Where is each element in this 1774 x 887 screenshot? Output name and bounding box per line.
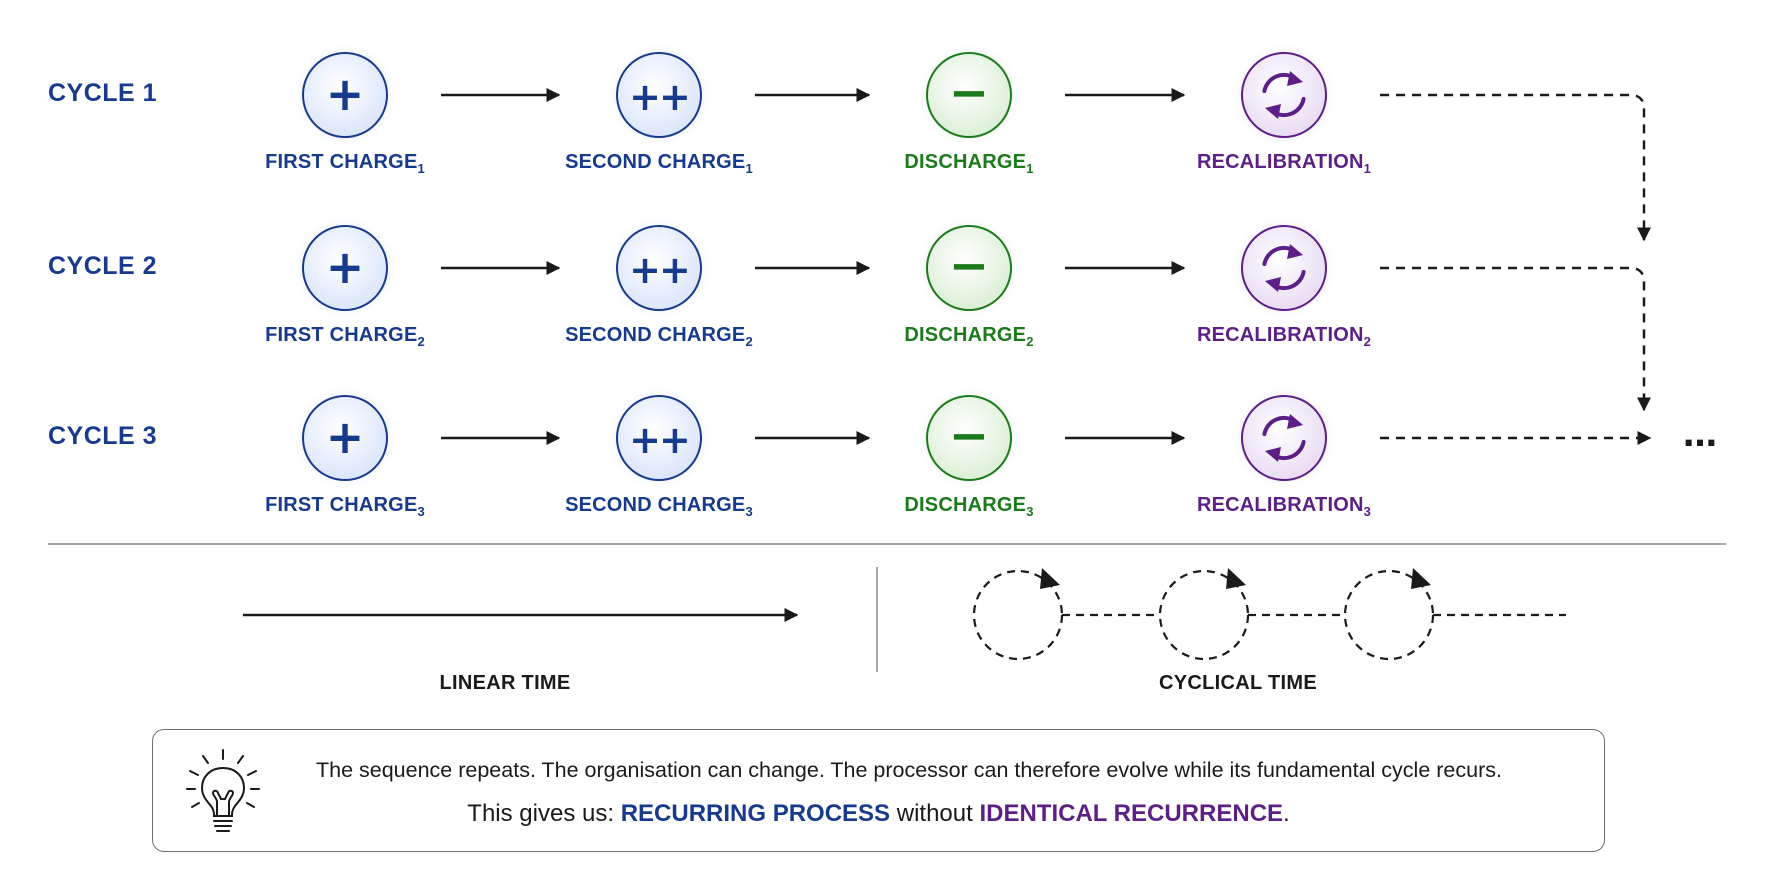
minus-icon: − xyxy=(949,408,989,464)
plus-icon: + xyxy=(326,67,365,121)
stage-name: DISCHARGE xyxy=(904,324,1027,346)
note-suffix: . xyxy=(1283,800,1290,827)
stage-name: RECALIBRATION xyxy=(1196,324,1364,346)
stage-label: DISCHARGE1 xyxy=(839,151,1099,176)
cycle-subscript: 3 xyxy=(1363,504,1372,519)
double-plus-icon: ++ xyxy=(629,248,691,292)
stage-name: FIRST CHARGE xyxy=(265,151,418,173)
stage-node: + xyxy=(291,214,399,322)
stage-name: SECOND CHARGE xyxy=(565,324,746,346)
minus-icon: − xyxy=(949,65,989,121)
stage-label: RECALIBRATION1 xyxy=(1154,151,1414,176)
svg-text:+: + xyxy=(326,240,365,294)
note-emphasis-identical: IDENTICAL RECURRENCE xyxy=(979,800,1284,827)
stage-label: FIRST CHARGE1 xyxy=(215,151,475,176)
svg-text:++: ++ xyxy=(629,75,689,119)
note-text-line2: This gives us: RECURRING PROCESS without… xyxy=(153,800,1604,828)
cycle-subscript: 3 xyxy=(417,504,425,519)
cycle-label: CYCLE 2 xyxy=(48,252,158,280)
svg-text:++: ++ xyxy=(629,248,689,292)
stage-node xyxy=(1230,41,1338,149)
cycle-arrows-icon xyxy=(1262,244,1306,292)
cycle-subscript: 3 xyxy=(1026,504,1034,519)
double-plus-icon: ++ xyxy=(629,418,691,462)
svg-text:−: − xyxy=(949,238,989,294)
svg-text:−: − xyxy=(949,65,989,121)
stage-node: ++ xyxy=(605,41,713,149)
svg-text:+: + xyxy=(326,67,365,121)
stage-label: FIRST CHARGE3 xyxy=(215,494,475,519)
stage-node: ++ xyxy=(605,384,713,492)
plus-icon: + xyxy=(326,410,365,464)
stage-label: DISCHARGE3 xyxy=(839,494,1099,519)
svg-text:−: − xyxy=(949,408,989,464)
stage-name: SECOND CHARGE xyxy=(565,151,746,173)
cycle-subscript: 1 xyxy=(1363,161,1372,176)
cycle-link-arrow xyxy=(1380,93,1651,242)
cycle-subscript: 2 xyxy=(1026,334,1034,349)
loop-arrowhead xyxy=(1040,568,1060,589)
cycle-subscript: 2 xyxy=(745,334,753,349)
loop-arrowhead xyxy=(1411,568,1431,589)
note-box: The sequence repeats. The organisation c… xyxy=(152,729,1605,852)
stage-name: SECOND CHARGE xyxy=(565,494,746,516)
stage-node: − xyxy=(915,384,1023,492)
stage-label: DISCHARGE2 xyxy=(839,324,1099,349)
minus-icon: − xyxy=(949,238,989,294)
stage-name: RECALIBRATION xyxy=(1196,494,1364,516)
plus-icon: + xyxy=(326,240,365,294)
stage-label: RECALIBRATION2 xyxy=(1154,324,1414,349)
note-middle: without xyxy=(890,800,980,827)
stage-name: DISCHARGE xyxy=(904,151,1027,173)
svg-text:+: + xyxy=(326,410,365,464)
cycle-subscript: 3 xyxy=(745,504,753,519)
cycle-arrows-icon xyxy=(1262,71,1306,119)
continuation-ellipsis: … xyxy=(1683,415,1717,455)
stage-node: − xyxy=(915,214,1023,322)
loop-arrowhead xyxy=(1226,568,1246,589)
cycle-link-arrow xyxy=(1380,266,1651,412)
cycle-arrows-icon xyxy=(1262,414,1306,462)
cycle-row: +++− xyxy=(291,41,1651,242)
cyclical-time-diagram xyxy=(972,568,1566,661)
stage-node: + xyxy=(291,384,399,492)
stage-name: FIRST CHARGE xyxy=(265,324,418,346)
stage-label: SECOND CHARGE2 xyxy=(529,324,789,349)
stage-node: − xyxy=(915,41,1023,149)
stage-node xyxy=(1230,384,1338,492)
stage-node: ++ xyxy=(605,214,713,322)
stage-label: FIRST CHARGE2 xyxy=(215,324,475,349)
note-prefix: This gives us: xyxy=(467,800,621,827)
stage-node: + xyxy=(291,41,399,149)
cycle-subscript: 2 xyxy=(417,334,425,349)
stage-label: SECOND CHARGE3 xyxy=(529,494,789,519)
cycle-label: CYCLE 1 xyxy=(48,79,158,107)
note-text-line1: The sequence repeats. The organisation c… xyxy=(316,758,1502,782)
cycle-subscript: 1 xyxy=(417,161,425,176)
stage-name: RECALIBRATION xyxy=(1196,151,1364,173)
linear-time-label: LINEAR TIME xyxy=(439,672,571,694)
cycle-row: +++−… xyxy=(291,384,1717,492)
lightbulb-icon xyxy=(186,749,260,832)
cycle-subscript: 1 xyxy=(745,161,753,176)
stage-label: SECOND CHARGE1 xyxy=(529,151,789,176)
cycle-label: CYCLE 3 xyxy=(48,422,158,450)
cycle-subscript: 1 xyxy=(1026,161,1034,176)
stage-node xyxy=(1230,214,1338,322)
double-plus-icon: ++ xyxy=(629,75,691,119)
note-emphasis-recurring: RECURRING PROCESS xyxy=(620,800,891,827)
stage-name: FIRST CHARGE xyxy=(265,494,418,516)
cycle-subscript: 2 xyxy=(1363,334,1372,349)
cyclical-time-label: CYCLICAL TIME xyxy=(1159,672,1317,694)
stage-label: RECALIBRATION3 xyxy=(1154,494,1414,519)
cycle-row: +++− xyxy=(291,214,1651,412)
stage-name: DISCHARGE xyxy=(904,494,1027,516)
svg-text:++: ++ xyxy=(629,418,689,462)
